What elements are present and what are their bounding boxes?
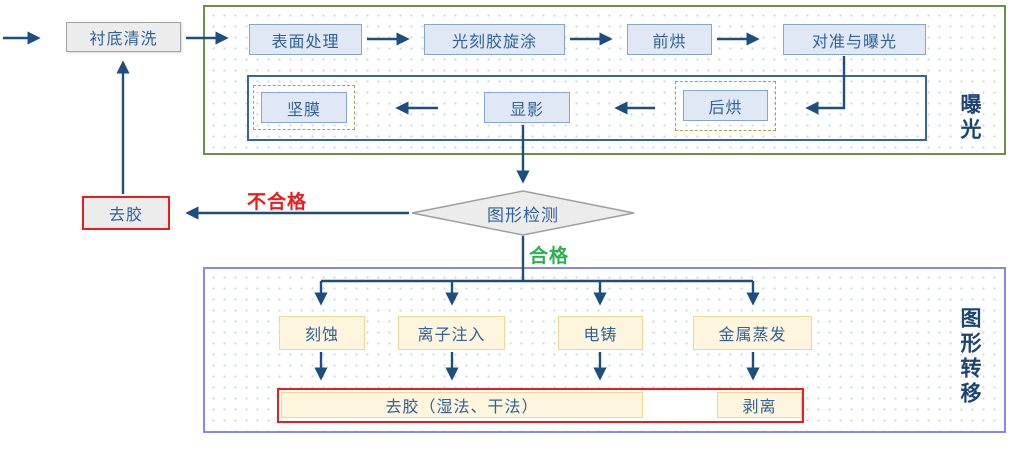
node-electroform-label: 电铸 — [583, 327, 618, 344]
strip-liftoff-row: 去胶（湿法、干法） 剥离 — [277, 388, 804, 423]
node-inspection-label-wrap: 图形检测 — [448, 196, 598, 230]
hard-bake-dashed-frame — [253, 85, 355, 130]
exposure-group-label: 曝光 — [958, 93, 981, 143]
transfer-group-label: 图形转移 — [958, 307, 981, 407]
node-substrate-clean-label: 衬底清洗 — [89, 31, 158, 48]
node-surface-treatment-label: 表面处理 — [271, 33, 340, 51]
node-develop: 显影 — [484, 92, 570, 123]
node-strip-resist-fail: 去胶 — [82, 196, 170, 230]
node-etch: 刻蚀 — [279, 316, 365, 350]
node-liftoff-label: 剥离 — [742, 399, 777, 416]
node-prebake: 前烘 — [627, 24, 712, 55]
node-electroform: 电铸 — [558, 316, 643, 350]
node-metal-evaporation: 金属蒸发 — [693, 316, 812, 350]
node-develop-label: 显影 — [509, 101, 544, 119]
node-metal-evaporation-label: 金属蒸发 — [718, 327, 787, 344]
fail-branch-label: 不合格 — [247, 192, 308, 213]
node-align-expose: 对准与曝光 — [783, 24, 926, 55]
node-etch-label: 刻蚀 — [304, 327, 339, 344]
node-hard-bake: 坚膜 — [261, 92, 347, 123]
node-strip-resist-fail-label: 去胶 — [108, 207, 143, 224]
node-hard-bake-label: 坚膜 — [286, 101, 321, 119]
node-substrate-clean: 衬底清洗 — [66, 22, 181, 52]
node-strip-wet-dry: 去胶（湿法、干法） — [281, 392, 643, 418]
node-align-expose-label: 对准与曝光 — [811, 33, 897, 51]
node-strip-wet-dry-label: 去胶（湿法、干法） — [385, 399, 539, 416]
node-post-bake: 后烘 — [683, 90, 768, 121]
node-inspection-label: 图形检测 — [487, 205, 559, 225]
node-post-bake-label: 后烘 — [708, 99, 743, 117]
node-liftoff: 剥离 — [717, 392, 802, 418]
exposure-row2-container — [247, 75, 927, 141]
pass-branch-label: 合格 — [529, 246, 570, 267]
node-surface-treatment: 表面处理 — [249, 24, 362, 55]
node-ion-implant-label: 离子注入 — [417, 327, 486, 344]
node-prebake-label: 前烘 — [652, 33, 687, 51]
node-resist-spincoat: 光刻胶旋涂 — [424, 24, 565, 55]
post-bake-dashed-frame — [675, 81, 776, 131]
node-resist-spincoat-label: 光刻胶旋涂 — [451, 33, 537, 51]
node-ion-implant: 离子注入 — [398, 316, 505, 350]
